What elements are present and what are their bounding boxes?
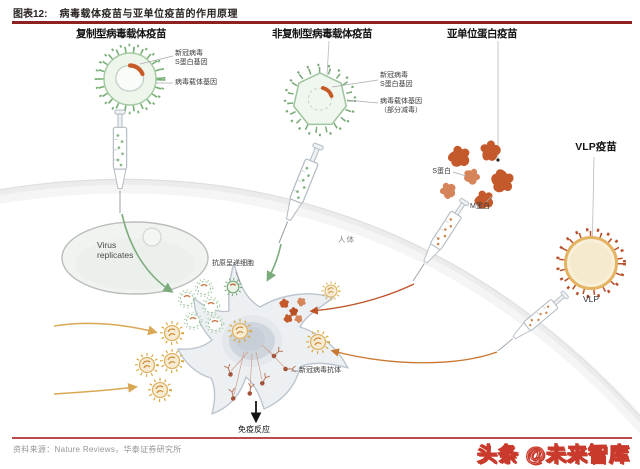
vlp-delivery-arrow bbox=[330, 348, 498, 364]
column-header-non-replicating-vector: 非复制型病毒载体疫苗 bbox=[272, 28, 373, 40]
label-col1-vector-gene: 病毒载体基因 bbox=[175, 79, 217, 86]
label-col1-s-gene: 新冠病毒 S蛋白基因 bbox=[175, 50, 208, 66]
figure-title-row: 图表12: 病毒载体疫苗与亚单位疫苗的作用原理 bbox=[13, 5, 238, 20]
label-col2-vector-gene: 病毒载体基因 （部分减毒） bbox=[380, 98, 422, 114]
figure-label: 图表12: bbox=[13, 9, 48, 20]
label-virus-replicates: Virus replicates bbox=[97, 240, 134, 260]
replicating-vector-virus-icon bbox=[94, 43, 166, 115]
non-replicating-vector-virus-icon bbox=[283, 63, 357, 137]
label-antibody: 新冠病毒抗体 bbox=[299, 367, 341, 374]
label-m-protein: M蛋白 bbox=[470, 203, 490, 210]
col2-label-lines bbox=[331, 79, 379, 104]
label-immune-response: 免疫反应 bbox=[238, 425, 270, 434]
column-header-vlp: VLP疫苗 bbox=[575, 141, 617, 153]
footer-rule bbox=[12, 437, 632, 439]
vector-delivery-arrow bbox=[266, 243, 282, 282]
watermark: 头条 @未来智库 bbox=[476, 443, 630, 466]
human-body-boundary-arc bbox=[0, 178, 640, 434]
replication-arrow bbox=[121, 213, 174, 293]
subunit-delivery-arrow bbox=[309, 283, 415, 315]
virus-replicates-cell bbox=[61, 221, 209, 295]
apc-label-line bbox=[235, 271, 241, 283]
col1-label-lines bbox=[139, 55, 174, 84]
antigen-flow-arrow-lower bbox=[53, 383, 138, 395]
column-header-subunit-protein: 亚单位蛋白疫苗 bbox=[447, 28, 518, 40]
label-s-protein: S蛋白 bbox=[432, 168, 451, 175]
antigen-flow-arrow-upper bbox=[53, 322, 158, 336]
label-antigen-presenting-cell: 抗原呈递细胞 bbox=[212, 260, 254, 267]
syringe-icon-non-replicating bbox=[272, 141, 326, 247]
col3-label-lines bbox=[452, 171, 493, 203]
label-human-body: 人体 bbox=[338, 235, 355, 244]
column-header-replicating-vector: 复制型病毒载体疫苗 bbox=[76, 28, 167, 40]
figure-title: 病毒载体疫苗与亚单位疫苗的作用原理 bbox=[59, 9, 238, 20]
syringe-icon-replicating bbox=[112, 109, 128, 214]
source-note: 资料来源：Nature Reviews，华泰证券研究所 bbox=[13, 445, 182, 454]
title-underline bbox=[12, 21, 632, 24]
label-col2-s-gene: 新冠病毒 S蛋白基因 bbox=[380, 72, 413, 88]
antibody-icons bbox=[223, 344, 298, 402]
vlp-particle-icon bbox=[556, 228, 626, 298]
label-vlp-particle: VLP bbox=[582, 294, 600, 304]
